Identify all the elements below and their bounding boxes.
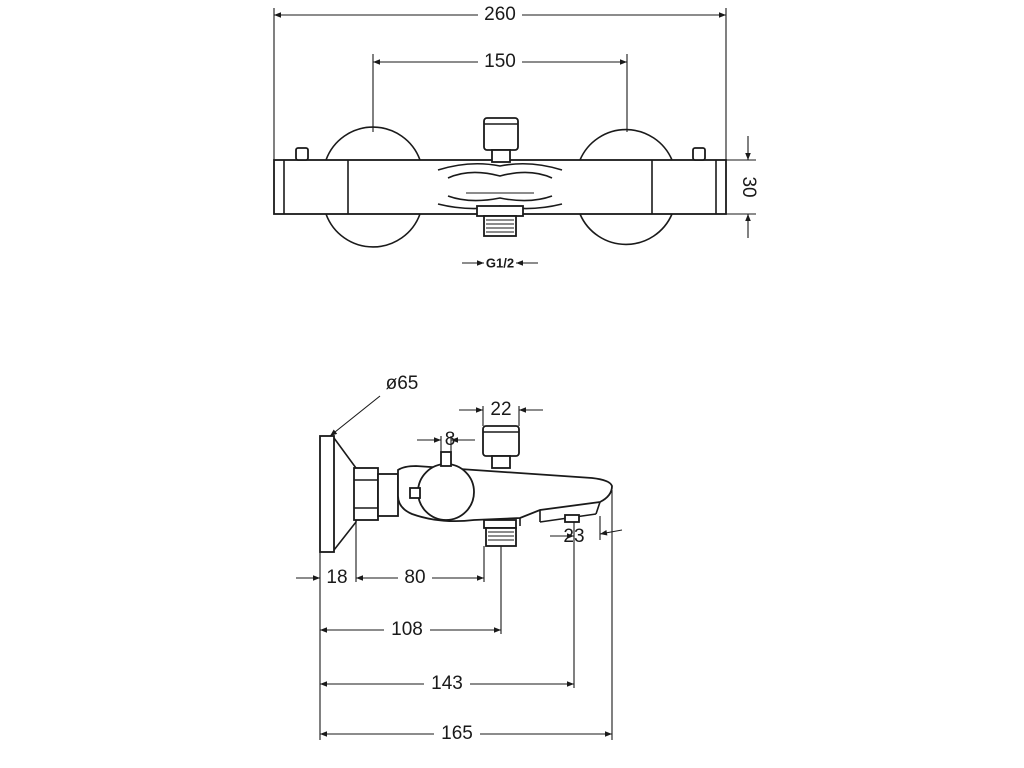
top-view: 260 150 30 G1/2 [273, 4, 759, 270]
dim-label-23: 23 [563, 526, 584, 547]
dim-label-260: 260 [484, 4, 516, 25]
dim-g12: G1/2 [462, 255, 538, 270]
dim-label-80: 80 [404, 567, 425, 588]
side-thread-outlet [483, 519, 517, 547]
dim-260: 260 [273, 4, 727, 160]
top-rosette-right [579, 128, 673, 246]
dim-d65: ø65 [329, 373, 419, 437]
dim-80: 80 [356, 567, 484, 588]
top-diverter-knob [483, 117, 519, 163]
dim-label-18: 18 [326, 567, 347, 588]
dim-label-g12: G1/2 [486, 255, 514, 270]
dim-label-150: 150 [484, 51, 516, 72]
dim-23: 23 [550, 516, 623, 547]
dim-label-108: 108 [391, 619, 423, 640]
side-view: ø65 22 8 23 [296, 373, 623, 744]
side-connector-nut [353, 467, 399, 521]
top-body-bar [273, 159, 727, 215]
dim-label-143: 143 [431, 673, 463, 694]
dim-label-22: 22 [490, 399, 511, 420]
top-stud-left [295, 147, 309, 161]
dim-label-165: 165 [441, 723, 473, 744]
dim-18: 18 [296, 567, 348, 588]
dim-label-30: 30 [738, 176, 759, 197]
top-thread-outlet [476, 205, 524, 237]
side-thermostat-knob [417, 463, 475, 521]
dim-8: 8 [417, 429, 475, 452]
dim-108: 108 [320, 619, 501, 640]
dim-22: 22 [459, 399, 543, 426]
dim-label-d65: ø65 [386, 373, 419, 394]
dim-label-8: 8 [445, 429, 456, 450]
dim-30: 30 [726, 136, 759, 238]
dim-165: 165 [320, 723, 612, 744]
top-stud-right [692, 147, 706, 161]
dim-143: 143 [320, 673, 574, 694]
dim-150: 150 [372, 51, 628, 132]
side-diverter-knob [482, 425, 520, 469]
side-rosette [319, 435, 357, 553]
